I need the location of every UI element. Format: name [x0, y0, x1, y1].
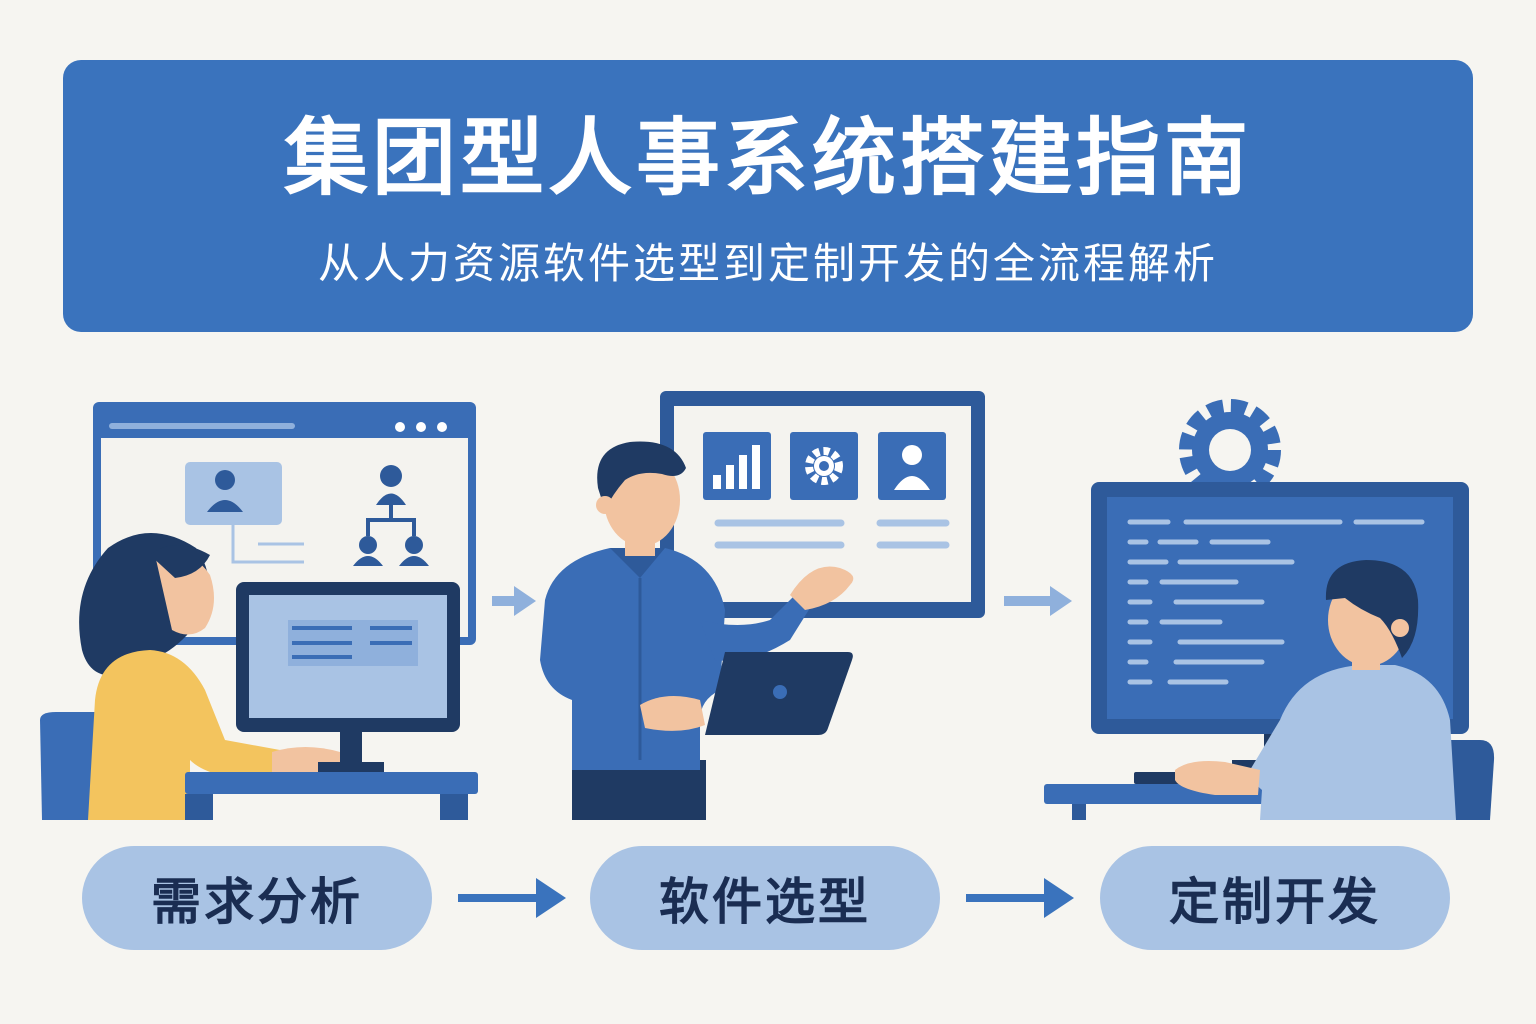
- org-chart-icon: [353, 465, 429, 566]
- monitor: [236, 582, 460, 772]
- user-profile-icon: [878, 432, 946, 500]
- page-title: 集团型人事系统搭建指南: [283, 109, 1252, 207]
- woman-figure: [79, 533, 340, 820]
- developer-figure: [1175, 560, 1456, 820]
- step-pill-needs-analysis[interactable]: 需求分析: [82, 846, 432, 950]
- title-banner: 集团型人事系统搭建指南 从人力资源软件选型到定制开发的全流程解析: [63, 60, 1473, 332]
- step2-illustration: [540, 391, 985, 820]
- illustration-scene: [40, 391, 1495, 820]
- step1-illustration: [40, 402, 478, 820]
- gear-icon: [1179, 399, 1281, 501]
- laptop: [640, 652, 853, 735]
- bar-chart-icon: [703, 432, 771, 500]
- step-label: 需求分析: [151, 873, 363, 931]
- settings-gear-icon: [790, 432, 858, 500]
- scene-arrow-icon: [492, 586, 536, 616]
- step-pill-custom-development[interactable]: 定制开发: [1100, 846, 1450, 950]
- page-subtitle: 从人力资源软件选型到定制开发的全流程解析: [317, 239, 1218, 288]
- step-label: 软件选型: [659, 873, 871, 931]
- arrow-right-icon: [458, 878, 566, 918]
- desk: [185, 772, 478, 794]
- step-label: 定制开发: [1169, 873, 1381, 931]
- step3-illustration: [1044, 399, 1495, 820]
- scene-arrow-icon: [1004, 586, 1072, 616]
- step-pill-software-selection[interactable]: 软件选型: [590, 846, 940, 950]
- arrow-right-icon: [966, 878, 1074, 918]
- user-card-icon: [185, 462, 304, 564]
